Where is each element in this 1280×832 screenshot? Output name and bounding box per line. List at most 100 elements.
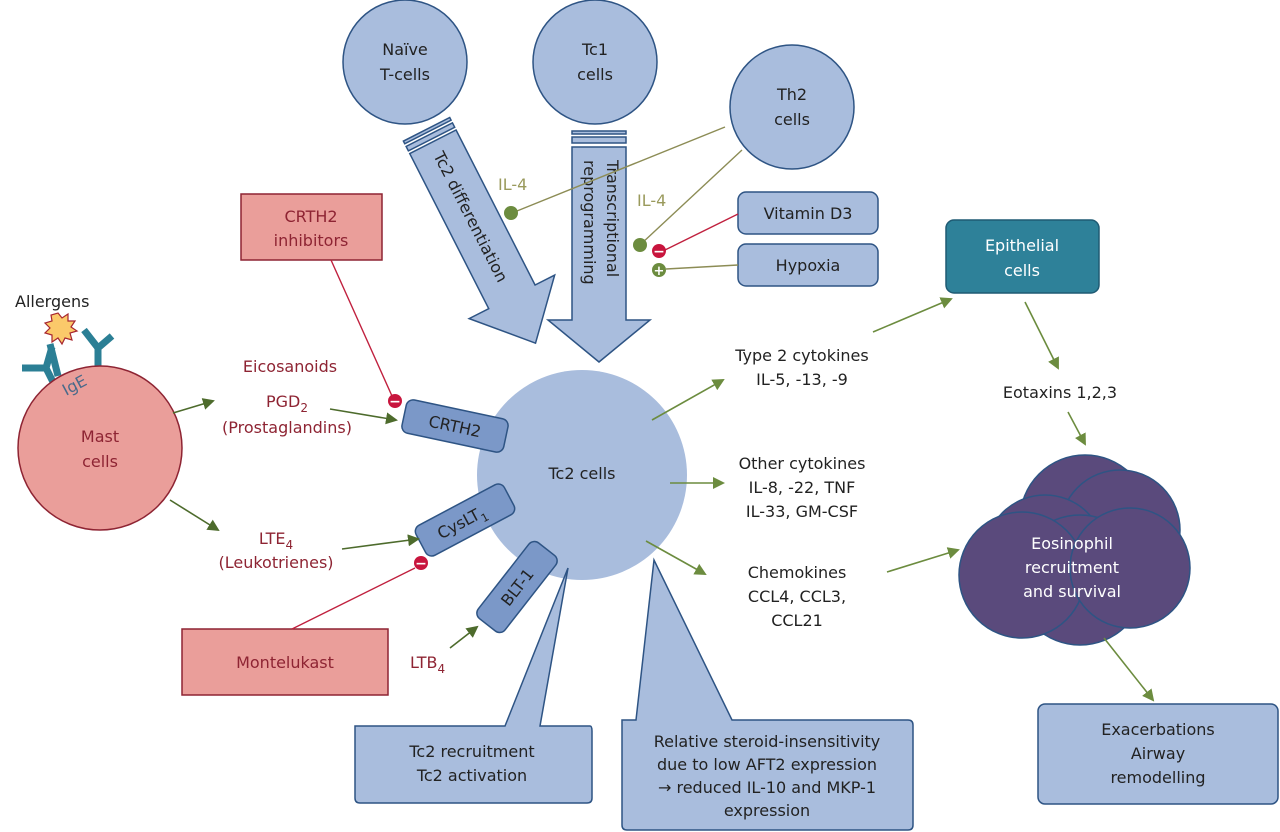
tc1-cells-label-1: Tc1	[581, 40, 608, 59]
blt1-receptor-shape	[476, 540, 558, 634]
other-cytokines-list-1: IL-8, -22, TNF	[749, 478, 856, 497]
epithelial-cells-label-2: cells	[1004, 261, 1040, 280]
tc2-differentiation-arrow: Tc2 differentiation	[402, 116, 556, 345]
crth2-receptor: CRTH2	[401, 399, 509, 453]
prostaglandins-label: (Prostaglandins)	[222, 418, 352, 437]
cyslt1-receptor: CysLT1	[414, 483, 516, 557]
tc1-cells-node: Tc1 cells	[532, 0, 658, 125]
crth2-inhibit-line	[330, 259, 393, 397]
th2-cells-node: Th2 cells	[729, 44, 855, 170]
th2-cells-label-2: cells	[774, 110, 810, 129]
tc2-to-type2-arrow	[651, 379, 725, 421]
ige-antibody-left-stem	[46, 343, 62, 377]
th2-cells-circle	[729, 44, 855, 170]
crth2-inhibitors-node: CRTH2 inhibitors −	[240, 193, 402, 410]
steroid-line-2: due to low AFT2 expression	[657, 755, 877, 774]
il4-left-label: IL-4	[498, 175, 527, 194]
montelukast-box	[181, 628, 389, 696]
arrow-stripe	[571, 136, 627, 144]
il4-left-connection: IL-4	[498, 126, 726, 220]
transcriptional-reprogramming-arrow: Transcriptional reprogramming	[545, 130, 653, 363]
vitamin-d3-label: Vitamin D3	[764, 204, 853, 223]
hypoxia-label: Hypoxia	[776, 256, 841, 275]
exacerbations-label-1: Exacerbations	[1101, 720, 1215, 739]
tc2-recruitment-callout: Tc2 recruitment Tc2 activation	[354, 567, 593, 804]
epithelial-to-eotaxins-arrow	[1024, 301, 1059, 370]
cyslt1-receptor-shape	[414, 483, 516, 557]
exacerbations-box	[1037, 703, 1279, 805]
epithelial-cells-label-1: Epithelial	[985, 236, 1059, 255]
inhibit-symbol: −	[415, 556, 427, 572]
il4-right-line	[640, 149, 743, 245]
eosinophil-node: Eosinophil recruitment and survival	[958, 454, 1191, 646]
tc2-cells-circle	[477, 370, 687, 580]
chemokines-to-eosinophil-arrow	[886, 547, 960, 573]
mast-to-lte4-arrow	[169, 499, 220, 532]
arrow-body	[408, 128, 556, 345]
naive-t-cells-label-1: Naïve	[382, 40, 428, 59]
vitamin-d3-node: Vitamin D3 −	[652, 191, 879, 260]
eosinophil-label-2: recruitment	[1025, 558, 1119, 577]
arrow-stripe	[402, 116, 453, 145]
eotaxins-to-eosinophil-arrow	[1067, 411, 1086, 446]
steroid-insensitivity-callout: Relative steroid-insensitivity due to lo…	[621, 557, 914, 831]
steroid-insensitivity-box	[621, 557, 914, 831]
inhibit-icon	[652, 244, 666, 258]
arrow-stripe	[405, 121, 456, 152]
tc1-cells-label-2: cells	[577, 65, 613, 84]
il4-right-label: IL-4	[637, 191, 666, 210]
tc2-recruitment-label-1: Tc2 recruitment	[408, 742, 534, 761]
inhibit-icon	[414, 556, 428, 570]
vitamin-d3-box	[737, 191, 879, 235]
mast-cells-circle	[17, 365, 183, 531]
eosinophil-to-exacerbations-arrow	[1103, 637, 1155, 702]
pgd2-to-crth2-arrow	[329, 408, 398, 425]
mast-cells-label-2: cells	[82, 452, 118, 471]
eosinophil-label-1: Eosinophil	[1031, 534, 1113, 553]
crth2-inhibitors-box	[240, 193, 383, 261]
il4-right-connection: IL-4	[633, 149, 743, 252]
steroid-line-1: Relative steroid-insensitivity	[654, 732, 881, 751]
allergen-icon	[43, 312, 79, 346]
hypoxia-activate-line	[665, 264, 739, 270]
vitamin-d3-inhibit-line	[664, 213, 739, 251]
type2-to-epithelial-arrow	[872, 297, 953, 333]
chemokines-list-1: CCL4, CCL3,	[748, 587, 846, 606]
il4-left-line	[511, 126, 726, 214]
reprogramming-label: reprogramming	[580, 160, 599, 285]
arrow-body	[545, 146, 653, 363]
epithelial-cells-node: Epithelial cells	[945, 219, 1100, 294]
montelukast-label: Montelukast	[236, 653, 334, 672]
other-cytokines-list-2: IL-33, GM-CSF	[746, 502, 858, 521]
inhibit-icon	[388, 394, 402, 408]
eosinophil-cell	[1069, 507, 1191, 629]
tc1-cells-circle	[532, 0, 658, 125]
leukotrienes-label: (Leukotrienes)	[218, 553, 333, 572]
tc2-cells-node: Tc2 cells	[477, 370, 687, 580]
mast-to-pgd2-arrow	[172, 398, 215, 414]
tc2-cells-label: Tc2 cells	[548, 464, 616, 483]
allergens-label: Allergens	[15, 292, 89, 311]
transcriptional-label: Transcriptional	[603, 159, 622, 277]
activate-symbol: +	[654, 264, 665, 279]
lte4-label: LTE4	[259, 529, 293, 552]
epithelial-cells-box	[945, 219, 1100, 294]
mast-cells-node: Mast cells IgE	[17, 365, 183, 531]
lte4-to-cyslt1-arrow	[341, 534, 420, 550]
crth2-receptor-shape	[401, 399, 509, 453]
tc2-to-chemokines-arrow	[645, 540, 707, 575]
tc2-recruitment-box	[354, 567, 593, 804]
steroid-line-3: → reduced IL-10 and MKP-1	[658, 778, 876, 797]
il4-left-dot	[504, 206, 518, 220]
hypoxia-node: Hypoxia +	[652, 243, 879, 287]
ltb4-label: LTB4	[410, 653, 445, 676]
exacerbations-label-3: remodelling	[1110, 768, 1205, 787]
crth2-inhibitors-label-2: inhibitors	[274, 231, 349, 250]
montelukast-node: Montelukast −	[181, 556, 428, 696]
type2-cytokines-title: Type 2 cytokines	[734, 346, 868, 365]
crth2-inhibitors-label-1: CRTH2	[284, 207, 337, 226]
eosinophil-label-3: and survival	[1023, 582, 1121, 601]
exacerbations-label-2: Airway	[1131, 744, 1185, 763]
naive-t-cells-label-2: T-cells	[379, 65, 430, 84]
